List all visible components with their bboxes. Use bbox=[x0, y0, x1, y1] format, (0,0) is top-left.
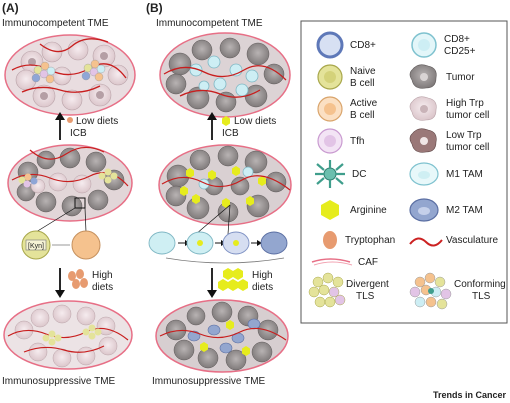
panel-a-arrow-down-line2: diets bbox=[92, 282, 113, 293]
panel-a-top-title: Immunocompetent TME bbox=[2, 18, 109, 29]
arrow-down-a-head bbox=[55, 290, 65, 298]
arrow-up-b-head bbox=[207, 112, 217, 120]
arrow-down-b-head bbox=[207, 290, 217, 298]
tls-cluster-a-bottom-1 bbox=[42, 330, 62, 346]
legend-label-tryptophan: Tryptophan bbox=[345, 235, 395, 246]
legend-label-active-b-2: B cell bbox=[350, 110, 374, 121]
legend-label-high-trp-2: tumor cell bbox=[446, 110, 489, 121]
panel-a-arrow-down-line1: High bbox=[92, 270, 113, 281]
legend-label-naive-b-1: Naive bbox=[350, 66, 376, 77]
active-b-cell-zoom bbox=[71, 230, 101, 260]
zoom-line-right bbox=[84, 207, 87, 233]
panel-b-top-title: Immunocompetent TME bbox=[156, 18, 263, 29]
tumor-mass-a-middle bbox=[7, 144, 133, 222]
tumor-mass-b-middle bbox=[158, 144, 292, 226]
legend-icon-m2 bbox=[409, 198, 439, 222]
legend-label-divergent-2: TLS bbox=[356, 291, 375, 302]
legend-label-conforming-2: TLS bbox=[472, 291, 491, 302]
legend-icon-cd8cd25 bbox=[411, 32, 437, 58]
legend-icon-arginine bbox=[321, 200, 339, 220]
legend-label-arginine: Arginine bbox=[350, 205, 387, 216]
panel-a-label: (A) bbox=[2, 1, 19, 15]
panel-b-arrow-up-line1: Low diets bbox=[234, 116, 276, 127]
legend-icon-vasculature bbox=[409, 237, 443, 247]
panel-b-arrow-down-line1: High bbox=[252, 270, 273, 281]
tryptophan-icon bbox=[67, 117, 73, 123]
legend-label-caf: CAF bbox=[358, 257, 378, 268]
panel-b-bottom-title: Immunosuppressive TME bbox=[152, 376, 266, 387]
legend-icon-divergent bbox=[308, 272, 346, 308]
tryptophan-drops-a bbox=[68, 269, 88, 289]
legend-icon-tfh bbox=[317, 128, 343, 154]
legend-label-cd8cd25-1: CD8+ bbox=[444, 34, 470, 45]
arginine-icon-b bbox=[222, 116, 230, 126]
legend-icon-low-trp bbox=[409, 128, 437, 153]
legend-label-naive-b-2: B cell bbox=[350, 78, 374, 89]
tam-polarization-row bbox=[148, 204, 288, 264]
tumor-mass-a-bottom bbox=[3, 300, 133, 370]
tls-cluster-a-top-right bbox=[81, 59, 106, 82]
legend-icon-cd8 bbox=[316, 31, 344, 59]
legend-label-low-trp-2: tumor cell bbox=[446, 142, 489, 153]
legend-icon-tryptophan bbox=[323, 231, 337, 249]
legend-label-divergent-1: Divergent bbox=[346, 279, 389, 290]
legend-icon-caf bbox=[311, 258, 353, 266]
panel-b-arrow-up-line2: ICB bbox=[222, 128, 239, 139]
panel-a: (A) Immunocompetent TME bbox=[2, 1, 136, 387]
panel-a-bottom-title: Immunosuppressive TME bbox=[2, 376, 116, 387]
kyn-label: [Kyn] bbox=[28, 243, 44, 250]
legend: CD8+ CD8+ CD25+ Naive B cell Tumor Activ… bbox=[300, 20, 508, 324]
legend-icon-high-trp bbox=[409, 96, 437, 121]
tumor-mass-a-top bbox=[4, 34, 136, 116]
panel-a-arrow-up-line2: ICB bbox=[70, 128, 87, 139]
legend-label-tumor: Tumor bbox=[446, 72, 475, 83]
panel-b: (B) Immunocompetent TME Low diets bbox=[146, 1, 292, 387]
legend-icon-tumor bbox=[409, 64, 437, 89]
tls-cluster-a-middle bbox=[18, 173, 38, 188]
arrow-up-a-head bbox=[55, 112, 65, 120]
tumor-cell-kyn: [Kyn] bbox=[21, 230, 51, 260]
legend-label-high-trp-1: High Trp bbox=[446, 98, 484, 109]
legend-icon-m1 bbox=[409, 162, 439, 186]
arginine-field-b bbox=[180, 166, 266, 208]
tumor-mass-b-top bbox=[159, 32, 291, 118]
arginine-hexagons-b bbox=[218, 268, 248, 291]
legend-icon-active-b bbox=[317, 96, 343, 122]
zoom-box bbox=[74, 197, 86, 209]
panel-a-arrow-up-line1: Low diets bbox=[76, 116, 118, 127]
tls-cluster-a-top-left bbox=[31, 61, 56, 84]
zoom-line-left bbox=[35, 207, 76, 233]
legend-icon-naive-b bbox=[317, 64, 343, 90]
journal-brand: Trends in Cancer bbox=[433, 390, 507, 400]
legend-icon-dc bbox=[315, 160, 345, 188]
legend-label-m1: M1 TAM bbox=[446, 169, 483, 180]
legend-icon-conforming bbox=[409, 272, 452, 310]
tumor-mass-b-bottom bbox=[155, 299, 289, 373]
tls-cluster-a-bottom-2 bbox=[82, 324, 102, 340]
tls-cluster-a-middle-yellow bbox=[98, 168, 118, 184]
legend-label-m2: M2 TAM bbox=[446, 205, 483, 216]
legend-label-low-trp-1: Low Trp bbox=[446, 130, 482, 141]
panel-b-arrow-down-line2: diets bbox=[252, 282, 273, 293]
legend-label-cd8: CD8+ bbox=[350, 40, 376, 51]
legend-label-conforming-1: Conforming bbox=[454, 279, 506, 290]
panel-b-label: (B) bbox=[146, 1, 163, 15]
legend-label-vasculature: Vasculature bbox=[446, 235, 499, 246]
legend-label-dc: DC bbox=[352, 169, 366, 180]
legend-label-tfh: Tfh bbox=[350, 136, 364, 147]
legend-label-active-b-1: Active bbox=[350, 98, 378, 109]
legend-label-cd8cd25-2: CD25+ bbox=[444, 46, 476, 57]
